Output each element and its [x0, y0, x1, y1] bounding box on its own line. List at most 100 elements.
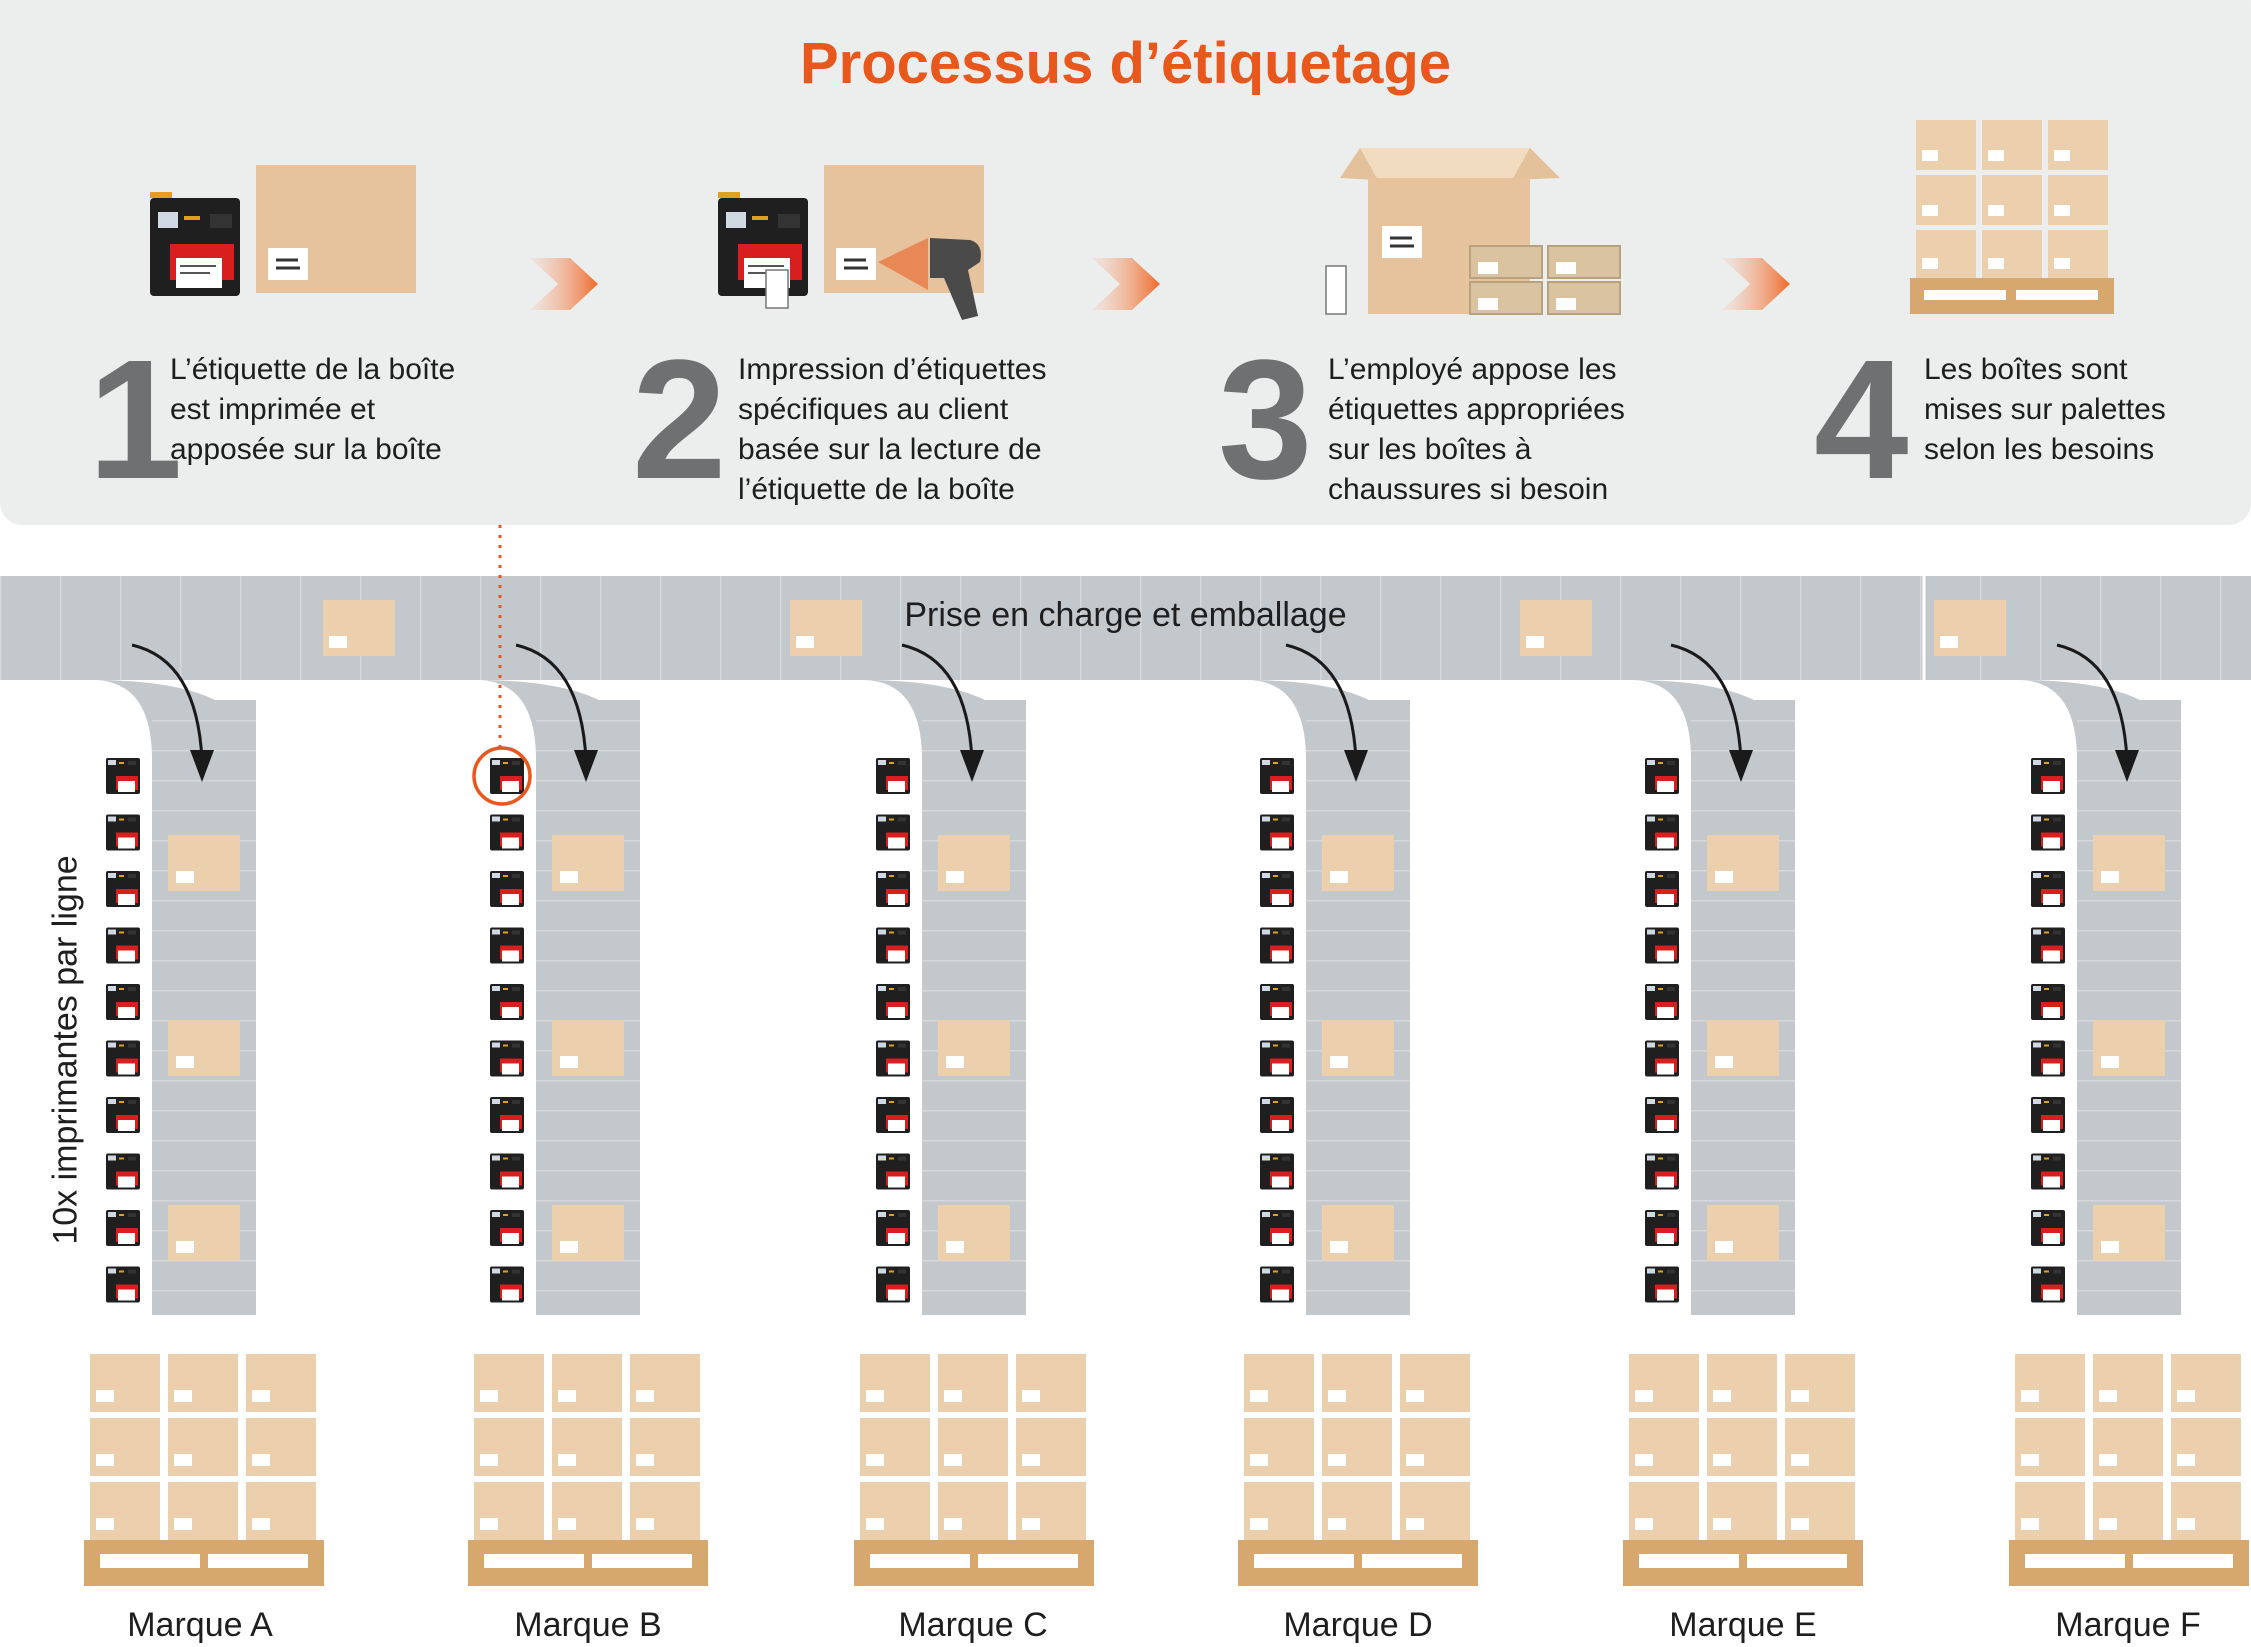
printer-icon: [2031, 871, 2065, 907]
printer-icon: [876, 758, 910, 794]
brand-label-d: Marque D: [1283, 1606, 1433, 1644]
printer-icon: [2031, 1097, 2065, 1133]
step-text-3: L’employé appose les étiquettes appropri…: [1328, 353, 1625, 506]
printer-icon: [106, 984, 140, 1020]
flow-arrow-icon: [131, 643, 214, 782]
step-text-4: Les boîtes sont mises sur palettes selon…: [1924, 353, 2166, 466]
printer-icon: [490, 984, 524, 1020]
printers-per-line-label: 10x imprimantes par ligne: [46, 855, 85, 1245]
printer-icon: [1260, 984, 1294, 1020]
printer-icon: [1645, 758, 1679, 794]
printer-icon: [876, 1153, 910, 1190]
printer-icon: [1645, 871, 1679, 907]
printer-icon: [106, 758, 140, 794]
step-number-2: 2: [632, 325, 727, 515]
step-text-2: Impression d’étiquettes spécifiques au c…: [738, 353, 1047, 506]
step-number-1: 1: [88, 325, 183, 515]
scanner-icon: [930, 238, 981, 320]
printer-icon: [1260, 758, 1294, 794]
step-number-4: 4: [1814, 325, 1909, 515]
box-icon: [168, 1205, 240, 1261]
printer-icon: [876, 927, 910, 964]
printer-icon: [1260, 927, 1294, 964]
box-icon: [1707, 1020, 1779, 1076]
box-icon: [938, 1020, 1010, 1076]
printer-icon: [1645, 814, 1679, 851]
printer-icon: [876, 1097, 910, 1133]
printer-icon: [1260, 1097, 1294, 1133]
printer-icon: [106, 871, 140, 907]
printer-icon: [490, 1040, 524, 1077]
box-icon: [552, 1205, 624, 1261]
printer-icon: [490, 1210, 524, 1246]
box-icon: [1707, 835, 1779, 891]
printer-icon: [1645, 1266, 1679, 1303]
box-icon: [938, 835, 1010, 891]
printer-icon: [1645, 1040, 1679, 1077]
printer-icon: [490, 871, 524, 907]
box-icon: [1322, 1205, 1394, 1261]
printer-icon: [106, 1266, 140, 1303]
brand-label-b: Marque B: [514, 1606, 662, 1644]
printer-icon: [1645, 927, 1679, 964]
page-title: Processus d’étiquetage: [799, 31, 1452, 96]
step3-illustration: [1325, 148, 1621, 315]
step-number-3: 3: [1218, 325, 1313, 515]
box-icon: [938, 1205, 1010, 1261]
printer-icon: [876, 814, 910, 851]
printer-icon: [1260, 1266, 1294, 1303]
box-icon: [1322, 835, 1394, 891]
brand-label-c: Marque C: [898, 1606, 1048, 1644]
box-icon: [1707, 1205, 1779, 1261]
printer-icon: [717, 191, 809, 297]
printer-icon: [2031, 927, 2065, 964]
printer-icon: [2031, 758, 2065, 794]
printer-icon: [876, 984, 910, 1020]
box-icon: [552, 835, 624, 891]
printer-icon: [1645, 1097, 1679, 1133]
flow-arrow-icon: [901, 643, 984, 782]
printer-icon: [1645, 984, 1679, 1020]
pallet-icon: [2009, 1354, 2249, 1586]
printer-icon: [2031, 1153, 2065, 1190]
pallet-icon: [468, 1354, 708, 1586]
printer-icon: [1260, 1210, 1294, 1246]
printer-icon: [1260, 1040, 1294, 1077]
printer-icon: [1260, 1153, 1294, 1190]
printer-icon: [876, 1266, 910, 1303]
main-conveyor-label: Prise en charge et emballage: [904, 596, 1347, 634]
brand-label-a: Marque A: [127, 1606, 273, 1644]
printer-icon: [2031, 984, 2065, 1020]
pallet-icon: [84, 1354, 324, 1586]
pallet-icon: [854, 1354, 1094, 1586]
highlight-circle: [472, 746, 532, 806]
printer-icon: [876, 1210, 910, 1246]
box-icon: [2093, 835, 2165, 891]
box-icon: [1322, 1020, 1394, 1076]
printer-icon: [106, 927, 140, 964]
box-icon: [2093, 1205, 2165, 1261]
brand-label-e: Marque E: [1669, 1606, 1817, 1644]
printer-icon: [2031, 1266, 2065, 1303]
box-icon: [552, 1020, 624, 1076]
main-conveyor-boxes: [323, 600, 2006, 656]
box-icon: [168, 835, 240, 891]
printer-icon: [490, 1153, 524, 1190]
step2-illustration: [717, 165, 984, 320]
printer-icon: [490, 758, 524, 794]
box-icon: [2093, 1020, 2165, 1076]
flow-arrow-icon: [2056, 643, 2139, 782]
printer-icon: [2031, 1040, 2065, 1077]
arrow-icon: [530, 258, 1790, 310]
printer-icon: [1260, 871, 1294, 907]
printer-icon: [149, 191, 241, 297]
printer-icon: [2031, 1210, 2065, 1246]
printer-icon: [1260, 814, 1294, 851]
printer-icon: [106, 1153, 140, 1190]
step1-illustration: [149, 165, 416, 297]
pallet-icon: [1238, 1354, 1478, 1586]
printer-icon: [106, 814, 140, 851]
printer-icon: [490, 1097, 524, 1133]
printer-icon: [876, 871, 910, 907]
